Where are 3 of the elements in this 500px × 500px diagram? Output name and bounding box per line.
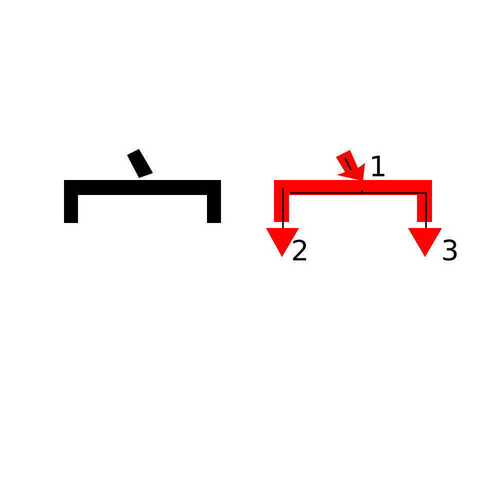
port-number: 3 <box>443 239 457 261</box>
port-number: 1 <box>372 156 384 176</box>
port-number: 2 <box>293 240 306 260</box>
